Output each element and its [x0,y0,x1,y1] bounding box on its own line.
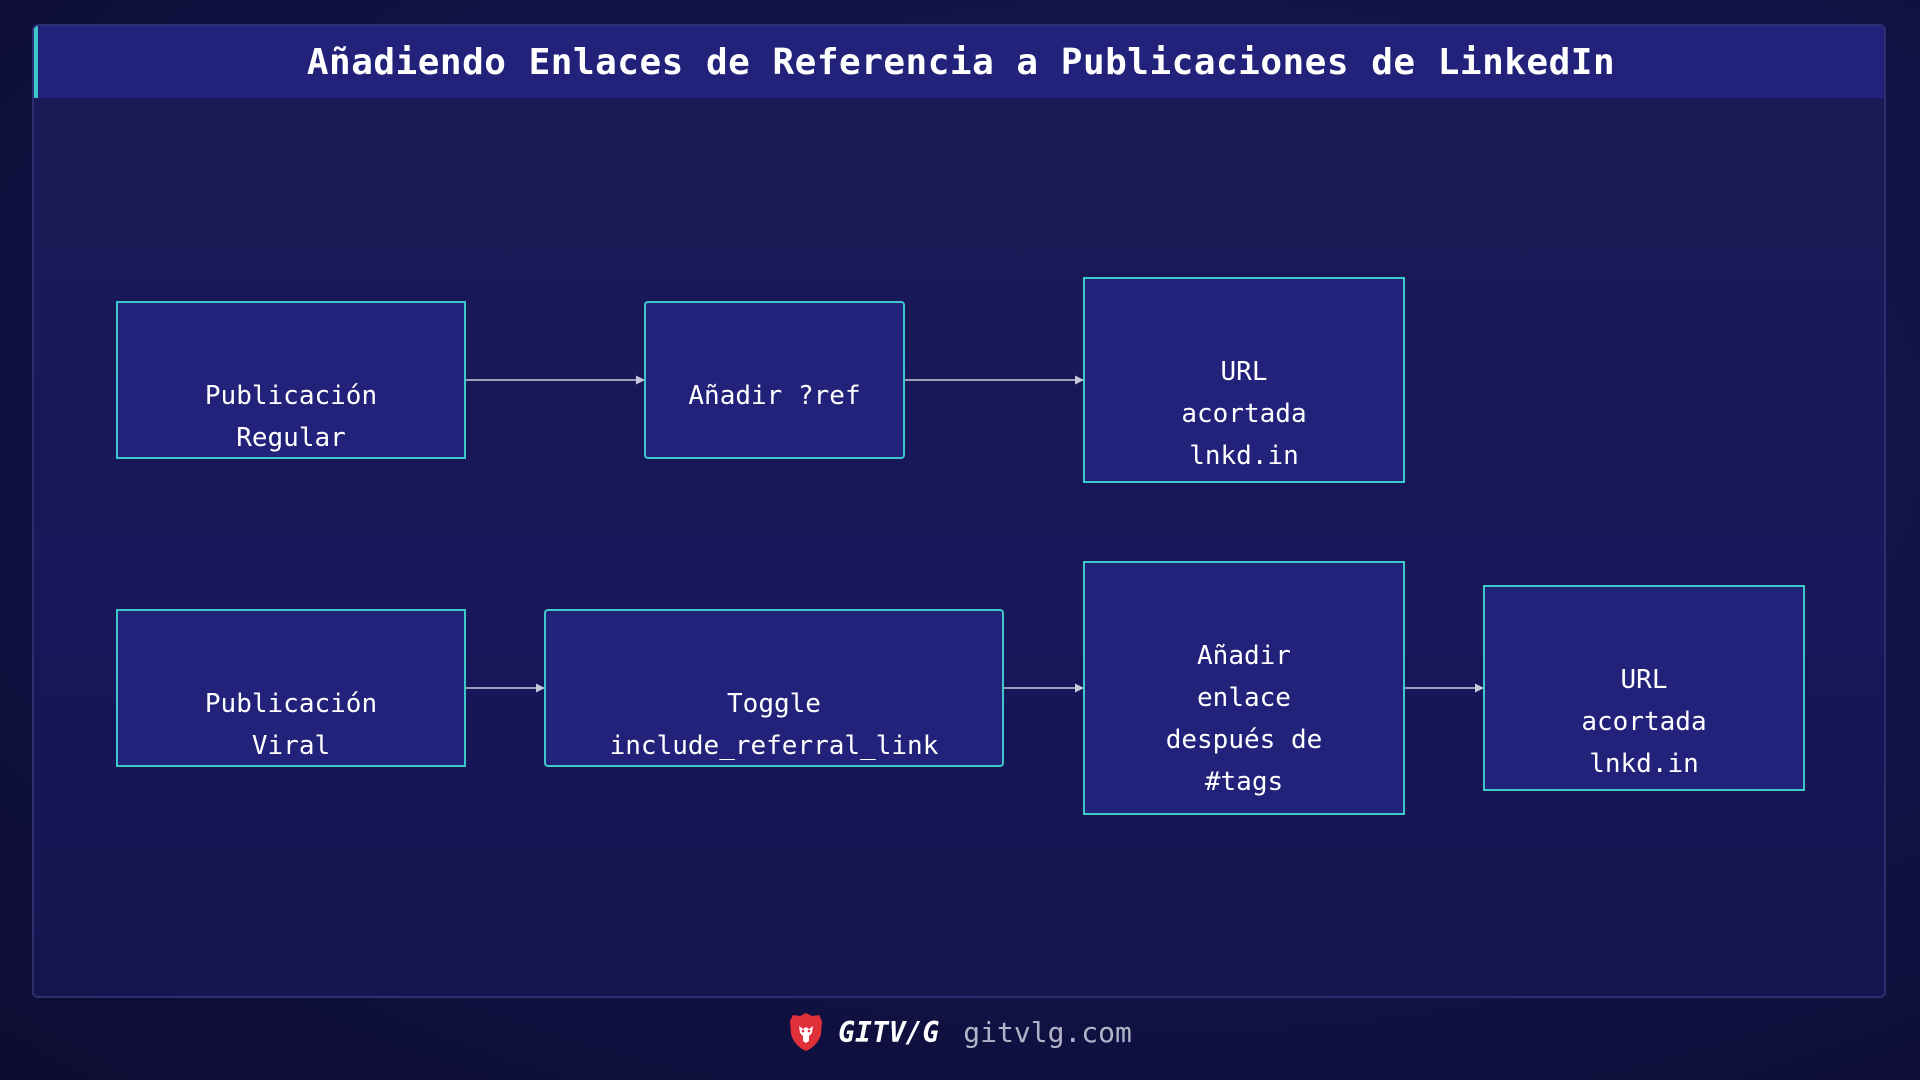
diagram-title: Añadiendo Enlaces de Referencia a Public… [306,41,1616,83]
node-toggle-label: Toggle include_referral_link [609,689,939,761]
diagram-frame: Añadiendo Enlaces de Referencia a Public… [32,24,1886,998]
node-short-url-1: URL acortada lnkd.in [1083,277,1405,483]
footer-brand: GITV/G [838,1015,940,1049]
title-bar: Añadiendo Enlaces de Referencia a Public… [34,26,1884,98]
node-add-link-label: Añadir enlace después de #tags [1165,641,1323,797]
node-viral-label: Publicación Viral [204,689,378,761]
lion-shield-icon [790,1013,823,1051]
node-short-url-2: URL acortada lnkd.in [1483,585,1805,791]
node-add-ref-label: Añadir ?ref [688,381,861,411]
node-short-url-2-label: URL acortada lnkd.in [1581,665,1707,779]
node-add-link: Añadir enlace después de #tags [1083,561,1405,815]
node-toggle: Toggle include_referral_link [544,609,1004,767]
footer: GITV/G gitvlg.com [0,1012,1920,1052]
node-add-ref: Añadir ?ref [644,301,905,459]
node-viral: Publicación Viral [116,609,466,767]
footer-site-link[interactable]: gitvlg.com [963,1015,1132,1049]
node-regular: Publicación Regular [116,301,466,459]
node-regular-label: Publicación Regular [204,381,378,453]
node-short-url-1-label: URL acortada lnkd.in [1181,357,1307,471]
